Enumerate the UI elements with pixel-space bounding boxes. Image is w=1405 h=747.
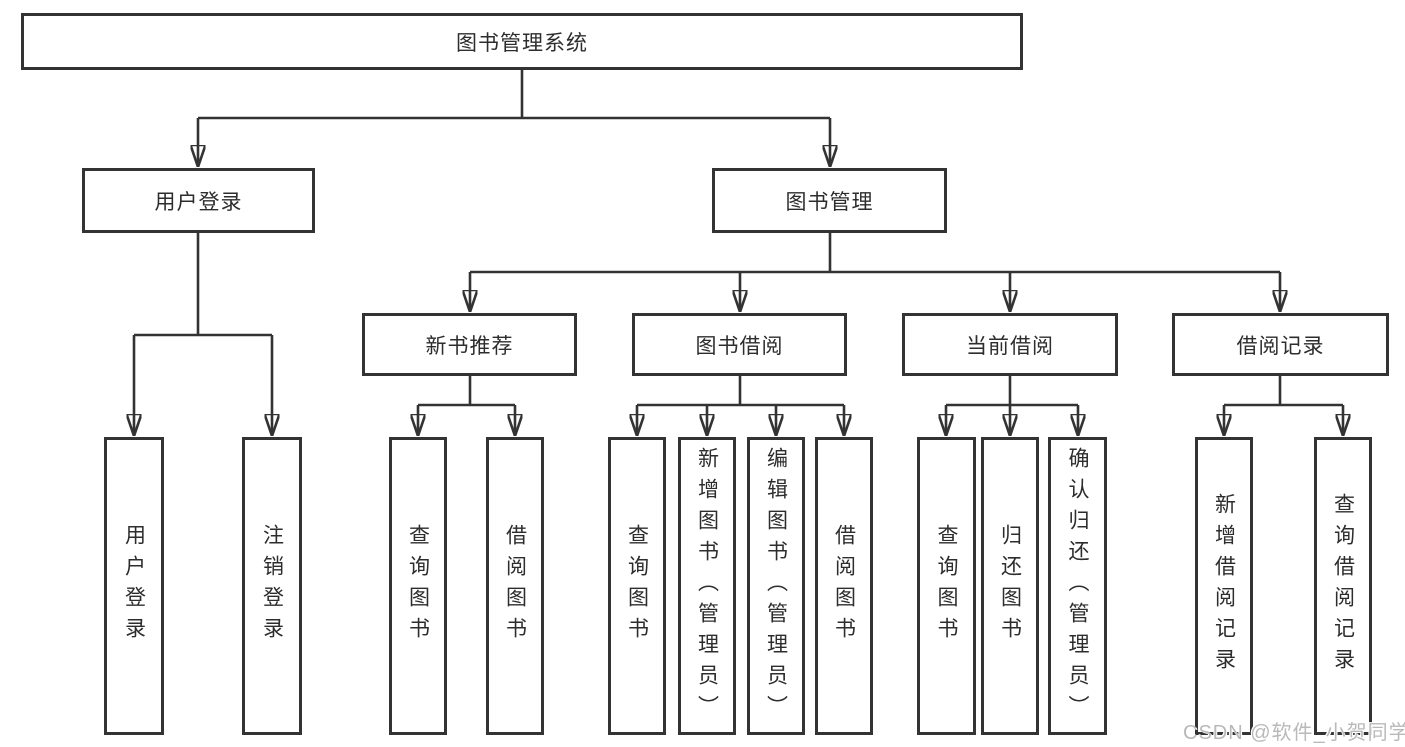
node-current-borrow: 当前借阅 — [902, 313, 1118, 376]
leaf-label: 用户登录 — [122, 524, 146, 648]
leaf-query-books: 查询图书 — [389, 437, 447, 735]
leaf-label: 注销登录 — [260, 524, 284, 648]
leaf-label: 归还图书 — [998, 524, 1022, 648]
leaf-label: 新增图书（管理员） — [695, 446, 719, 726]
leaf-label: 确认归还（管理员） — [1066, 446, 1089, 726]
leaf-logout: 注销登录 — [242, 437, 302, 735]
node-new-book-recommend: 新书推荐 — [362, 313, 577, 376]
leaf-borrow-books: 借阅图书 — [815, 437, 873, 735]
leaf-label: 新增借阅记录 — [1212, 493, 1236, 679]
leaf-add-borrow-record: 新增借阅记录 — [1195, 437, 1253, 735]
leaf-borrow-books: 借阅图书 — [486, 437, 544, 735]
leaf-return-books: 归还图书 — [981, 437, 1039, 735]
leaf-label: 借阅图书 — [832, 524, 856, 648]
node-user-login: 用户登录 — [82, 168, 315, 233]
node-book-borrow: 图书借阅 — [632, 313, 847, 376]
leaf-label: 查询图书 — [625, 524, 649, 648]
leaf-label: 查询借阅记录 — [1331, 493, 1355, 679]
leaf-confirm-return-admin: 确认归还（管理员） — [1048, 437, 1107, 735]
leaf-label: 编辑图书（管理员） — [764, 446, 788, 726]
node-book-management: 图书管理 — [712, 168, 947, 233]
watermark: CSDN @软件_小贺同学 — [1183, 722, 1405, 744]
node-borrow-records: 借阅记录 — [1172, 313, 1389, 376]
leaf-query-borrow-record: 查询借阅记录 — [1314, 437, 1372, 735]
leaf-add-books-admin: 新增图书（管理员） — [678, 437, 736, 735]
leaf-query-books: 查询图书 — [917, 437, 976, 735]
leaf-label: 查询图书 — [406, 524, 430, 648]
leaf-label: 借阅图书 — [503, 524, 527, 648]
node-root-system: 图书管理系统 — [21, 13, 1023, 70]
leaf-label: 查询图书 — [935, 524, 958, 648]
leaf-edit-books-admin: 编辑图书（管理员） — [747, 437, 805, 735]
leaf-query-books: 查询图书 — [608, 437, 666, 735]
leaf-user-login: 用户登录 — [104, 437, 164, 735]
